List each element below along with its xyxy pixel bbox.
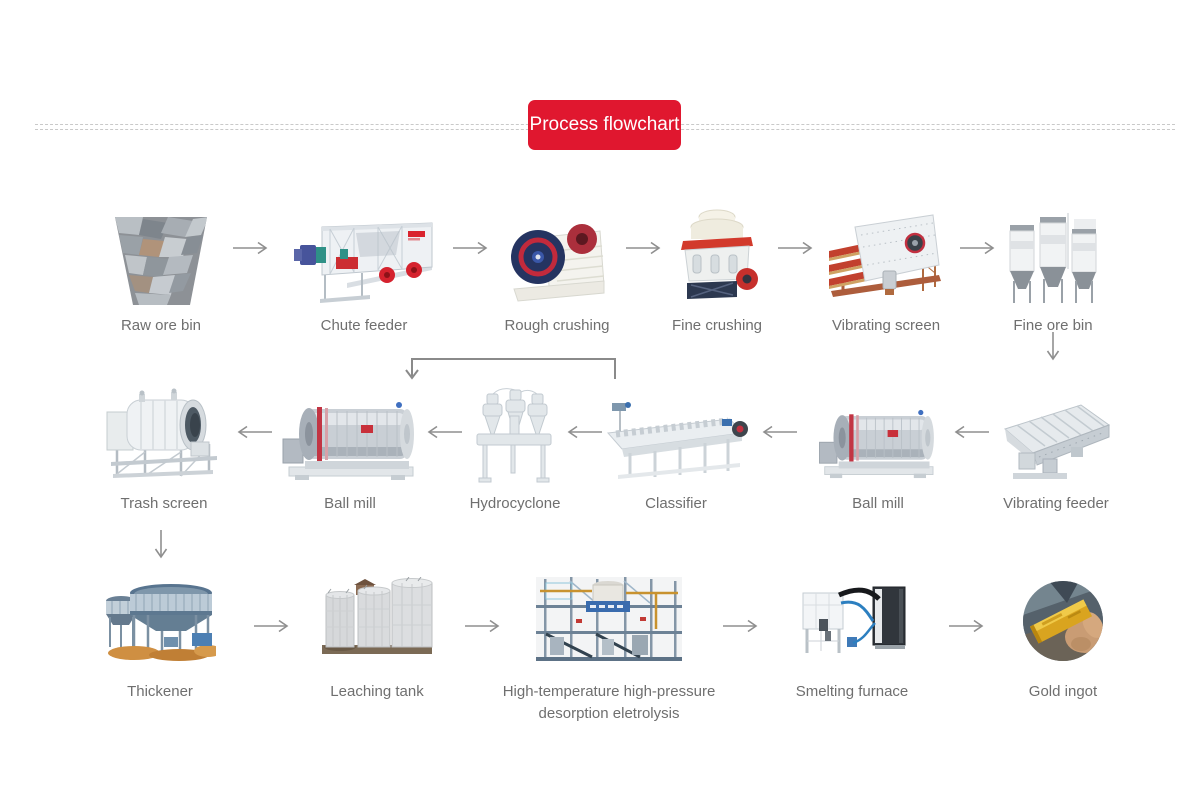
- node-hydrocyclone: Hydrocyclone: [450, 383, 580, 515]
- ball-mill-image: [279, 383, 421, 483]
- node-classifier: Classifier: [596, 383, 756, 515]
- node-label: Leaching tank: [330, 683, 424, 700]
- node-label: Gold ingot: [1028, 683, 1098, 700]
- arrow-left-icon: [762, 425, 797, 439]
- silo-image: [1002, 205, 1104, 305]
- classifier-return-arrow-icon: [405, 358, 616, 380]
- node-ball-mill-left: Ball mill: [275, 383, 425, 515]
- arrow-right-icon: [254, 619, 289, 633]
- leaching-tank-image: [320, 573, 434, 661]
- node-raw-ore-bin: Raw ore bin: [101, 205, 221, 337]
- node-label: Smelting furnace: [795, 683, 909, 700]
- desorption-electrolysis-plant-image: [536, 573, 682, 661]
- node-label: Fine crushing: [671, 317, 763, 334]
- node-ball-mill-right: Ball mill: [808, 383, 948, 515]
- node-label: Vibrating screen: [831, 317, 941, 334]
- ball-mill-image: [816, 383, 940, 483]
- node-chute-feeder: Chute feeder: [284, 205, 444, 337]
- node-gold-ingot: Gold ingot: [1003, 573, 1123, 703]
- arrow-right-icon: [778, 241, 813, 255]
- node-thickener: Thickener: [95, 573, 225, 703]
- node-label: Trash screen: [120, 495, 208, 512]
- arrow-down-icon: [1046, 332, 1060, 361]
- chute-feeder-image: [292, 205, 437, 305]
- arrow-left-icon: [567, 425, 602, 439]
- arrow-left-icon: [954, 425, 989, 439]
- thickener-image: [104, 573, 216, 661]
- vibrating-feeder-image: [997, 383, 1115, 483]
- node-label: Chute feeder: [320, 317, 408, 334]
- node-smelting-furnace: Smelting furnace: [777, 573, 927, 703]
- smelting-furnace-image: [795, 573, 909, 661]
- arrow-left-icon: [237, 425, 272, 439]
- arrow-left-icon: [427, 425, 462, 439]
- arrow-right-icon: [626, 241, 661, 255]
- arrow-right-icon: [723, 619, 758, 633]
- node-label: Hydrocyclone: [469, 495, 561, 512]
- arrow-right-icon: [465, 619, 500, 633]
- jaw-crusher-image: [508, 205, 606, 305]
- node-fine-ore-bin: Fine ore bin: [988, 205, 1118, 337]
- vibrating-screen-image: [827, 205, 945, 305]
- spiral-classifier-image: [600, 383, 752, 483]
- node-fine-crushing: Fine crushing: [647, 205, 787, 337]
- node-label: High-temperature high-pressure desorptio…: [502, 683, 716, 722]
- node-rough-crushing: Rough crushing: [487, 205, 627, 337]
- arrow-right-icon: [960, 241, 995, 255]
- raw-ore-bin-image: [113, 205, 209, 305]
- hydrocyclone-image: [471, 383, 559, 483]
- node-label: Ball mill: [852, 495, 904, 512]
- node-trash-screen: Trash screen: [99, 383, 229, 515]
- node-label: Ball mill: [324, 495, 376, 512]
- node-label: Vibrating feeder: [1003, 495, 1109, 512]
- cone-crusher-image: [673, 205, 761, 305]
- arrow-right-icon: [453, 241, 488, 255]
- trash-screen-image: [105, 383, 223, 483]
- node-label: Raw ore bin: [120, 317, 202, 334]
- node-leaching-tank: Leaching tank: [307, 573, 447, 703]
- node-desorption-electrolysis: High-temperature high-pressure desorptio…: [494, 573, 724, 725]
- arrow-right-icon: [949, 619, 984, 633]
- node-label: Thickener: [127, 683, 193, 700]
- node-label: Classifier: [645, 495, 707, 512]
- gold-ingot-image: [1023, 573, 1103, 661]
- arrow-down-icon: [154, 530, 168, 559]
- node-label: Rough crushing: [504, 317, 610, 334]
- process-flowchart-title: Process flowchart: [528, 100, 681, 150]
- node-label: Fine ore bin: [1013, 317, 1093, 334]
- title-label: Process flowchart: [529, 114, 680, 135]
- node-vibrating-feeder: Vibrating feeder: [986, 383, 1126, 515]
- node-vibrating-screen: Vibrating screen: [811, 205, 961, 337]
- arrow-right-icon: [233, 241, 268, 255]
